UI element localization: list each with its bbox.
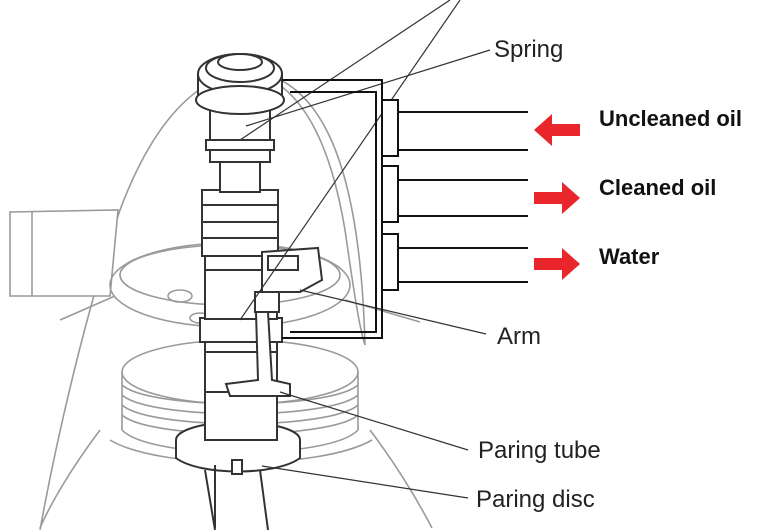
label-paring-disc: Paring disc (476, 486, 595, 513)
spring-housing (195, 53, 285, 163)
flow-label-cleaned-oil: Cleaned oil (599, 175, 716, 200)
flow-label-uncleaned-oil: Uncleaned oil (599, 106, 742, 131)
arm-mechanism (224, 246, 324, 397)
leader-lines (239, 0, 491, 499)
side-handle (9, 209, 119, 297)
label-paring-tube: Paring tube (478, 437, 601, 464)
pipe-manifold (282, 79, 528, 339)
arrow-right-icon (534, 182, 580, 214)
flow-label-water: Water (599, 244, 660, 269)
arrow-left-icon (534, 114, 580, 146)
label-spring: Spring (494, 36, 563, 63)
label-arm: Arm (497, 323, 541, 350)
arrow-right-icon (534, 248, 580, 280)
